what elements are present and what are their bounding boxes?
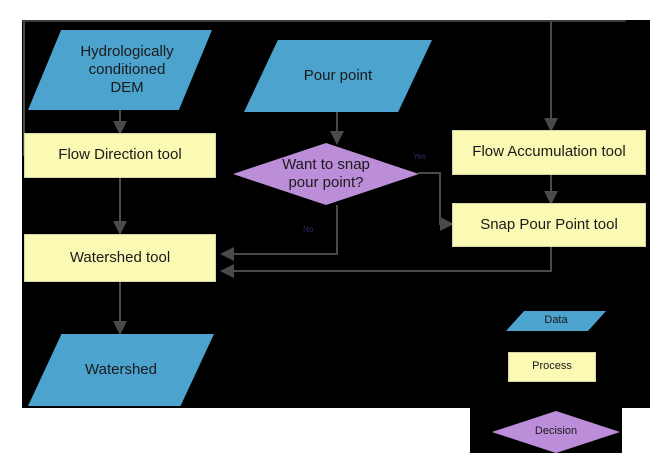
node-watershed-tool[interactable]: Watershed tool [24,234,216,282]
legend-process-shape: Process [508,352,596,382]
node-label: Flow Accumulation tool [472,143,626,161]
node-label-line: conditioned [88,60,166,78]
node-label: Snap Pour Point tool [480,215,618,233]
legend-label-process: Process [532,360,572,373]
node-label: Pour point [303,66,373,84]
node-snap-pour-point-tool[interactable]: Snap Pour Point tool [452,203,646,247]
node-label-line: pour point? [288,174,364,191]
legend-label-decision: Decision [534,425,578,438]
node-label-line: Want to snap [282,155,370,173]
node-label: Flow Direction tool [58,146,182,164]
top-rail-line [22,20,626,22]
node-pour-point[interactable]: Pour point [244,40,432,112]
node-flow-direction-tool[interactable]: Flow Direction tool [24,133,216,178]
legend-label-data: Data [544,314,568,327]
node-flow-accumulation-tool[interactable]: Flow Accumulation tool [452,130,646,175]
node-hydrologically-conditioned-dem[interactable]: Hydrologically conditioned DEM [28,30,212,110]
node-label-line: Hydrologically [80,42,174,60]
edge-snap-to-watershed-tool [220,247,552,278]
edge-decision-no-to-watershed-tool [220,205,338,261]
node-label-line: DEM [110,79,144,97]
edge-decision-yes-to-snap [418,172,454,231]
edge-label-yes: Yes [413,152,427,161]
legend-data-shape: Data [506,311,606,331]
node-watershed[interactable]: Watershed [28,334,214,406]
edge-label-no: No [303,225,314,234]
node-label: Watershed tool [69,248,171,266]
node-label: Watershed [85,360,157,378]
